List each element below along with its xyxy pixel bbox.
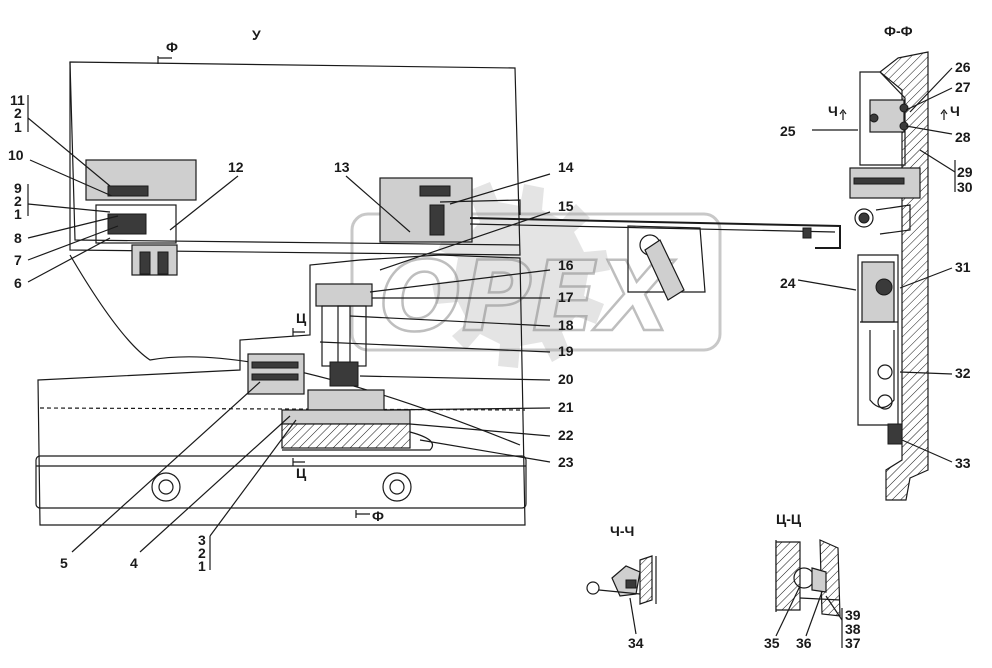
- callout-15: 15: [558, 198, 574, 214]
- base-pad: [281, 423, 411, 449]
- callout-25: 25: [780, 123, 796, 139]
- mark-ch-right: Ч: [950, 103, 960, 119]
- mark-f-bottom: Ф: [372, 508, 384, 524]
- callout-6: 6: [14, 275, 22, 291]
- view-title-ff: Ф-Ф: [884, 23, 913, 39]
- callout-17: 17: [558, 289, 574, 305]
- cab-body: [37, 254, 526, 526]
- mark-ts-top: Ц: [296, 310, 307, 326]
- callout-2c: 2: [198, 545, 206, 561]
- section-tsts: Ц-Ц: [775, 511, 841, 617]
- callout-32: 32: [955, 365, 971, 381]
- callout-18: 18: [558, 317, 574, 333]
- callout-24: 24: [780, 275, 796, 291]
- callout-29: 29: [957, 164, 973, 180]
- section-ff: Ф-Ф Ч Ч: [828, 23, 960, 501]
- callout-1b: 1: [14, 206, 22, 222]
- callout-16: 16: [558, 257, 574, 273]
- callout-5: 5: [60, 555, 68, 571]
- callout-8: 8: [14, 230, 22, 246]
- callout-14: 14: [558, 159, 574, 175]
- view-title-tsts: Ц-Ц: [776, 511, 802, 527]
- callout-36: 36: [796, 635, 812, 651]
- callout-4: 4: [130, 555, 138, 571]
- callout-30: 30: [957, 179, 973, 195]
- callout-38: 38: [845, 621, 861, 637]
- callout-12: 12: [228, 159, 244, 175]
- callout-21: 21: [558, 399, 574, 415]
- section-markers: У Ф Ф Ц Ц: [157, 27, 384, 524]
- upper-panel: [69, 61, 521, 256]
- section-chch: Ч-Ч: [586, 523, 657, 605]
- sill: [35, 455, 527, 509]
- callout-31: 31: [955, 259, 971, 275]
- spring-nut: [329, 361, 359, 387]
- callout-20: 20: [558, 371, 574, 387]
- callout-1a: 1: [14, 119, 22, 135]
- mark-f-top: Ф: [166, 39, 178, 55]
- view-title-u: У: [252, 27, 261, 43]
- mark-ch-left: Ч: [828, 103, 838, 119]
- upper-plate: [315, 283, 373, 307]
- callout-2a: 2: [14, 105, 22, 121]
- callouts: 11 2 1 10 9 2 1 8 7 6 12 13 14 15 16 17 …: [8, 59, 973, 651]
- callout-13: 13: [334, 159, 350, 175]
- callout-23: 23: [558, 454, 574, 470]
- mount-hole-left: [151, 472, 181, 502]
- callout-34: 34: [628, 635, 644, 651]
- door-seal-profile: [879, 51, 929, 501]
- callout-27: 27: [955, 79, 971, 95]
- callout-3: 3: [198, 532, 206, 548]
- callout-10: 10: [8, 147, 24, 163]
- watermark-text: OPEX: [380, 241, 676, 353]
- watermark-frame: [350, 212, 722, 352]
- mount-hole-right: [382, 472, 412, 502]
- leader-lines: [27, 67, 956, 648]
- callout-7: 7: [14, 252, 22, 268]
- callout-19: 19: [558, 343, 574, 359]
- watermark: OPEX: [350, 182, 722, 368]
- mark-ts-bottom: Ц: [296, 465, 307, 481]
- callout-33: 33: [955, 455, 971, 471]
- callout-11: 11: [10, 92, 25, 108]
- callout-9: 9: [14, 180, 22, 196]
- callout-37: 37: [845, 635, 861, 651]
- callout-2b: 2: [14, 193, 22, 209]
- callout-28: 28: [955, 129, 971, 145]
- view-title-chch: Ч-Ч: [610, 523, 634, 539]
- callout-1c: 1: [198, 558, 206, 574]
- callout-26: 26: [955, 59, 971, 75]
- main-view: [35, 61, 841, 526]
- callout-35: 35: [764, 635, 780, 651]
- callout-22: 22: [558, 427, 574, 443]
- clamp-block: [107, 213, 147, 235]
- callout-39: 39: [845, 607, 861, 623]
